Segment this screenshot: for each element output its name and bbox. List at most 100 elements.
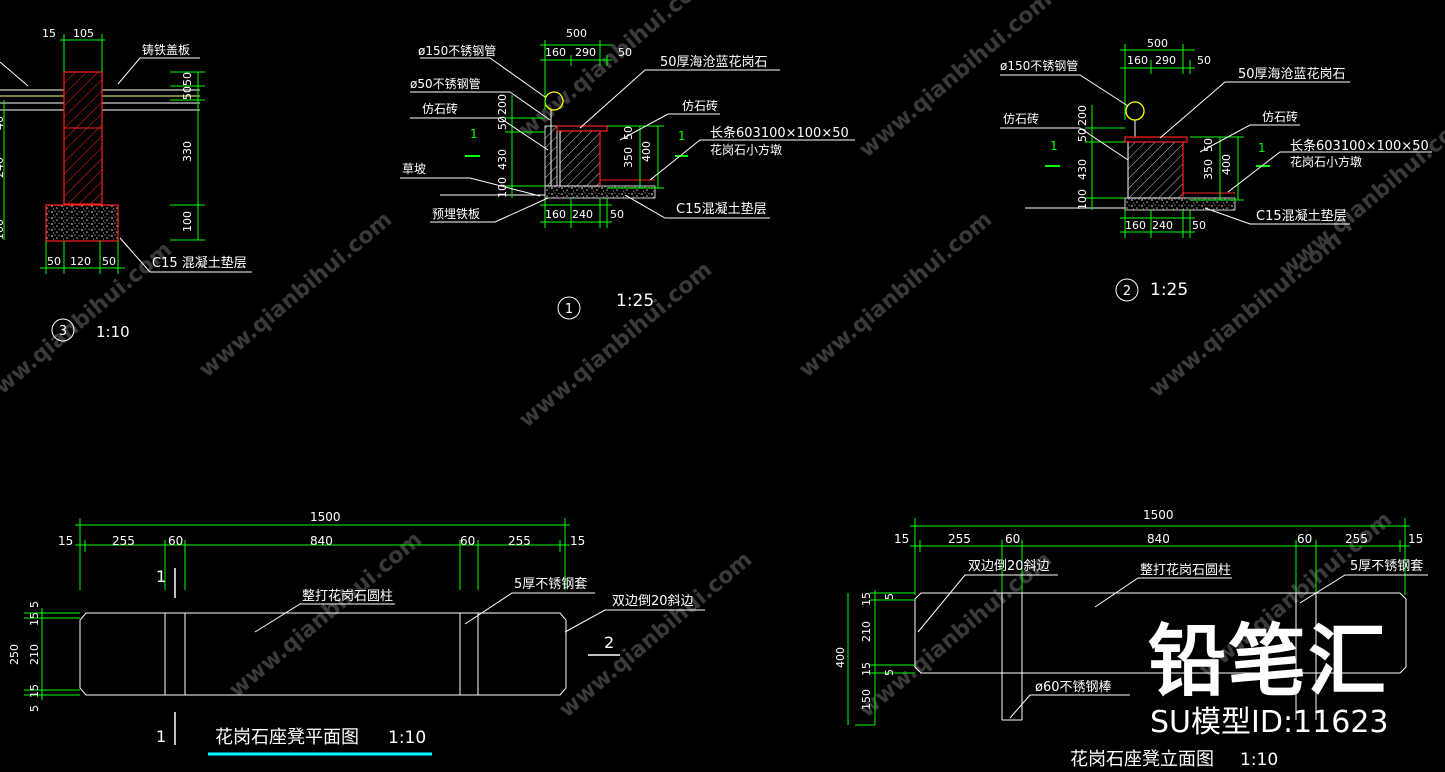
elev-label-chamfer: 双边倒20斜边 (968, 559, 1050, 574)
d1-dv-100: 100 (496, 177, 509, 198)
watermark-text: www.qianbihui.com (795, 207, 997, 383)
scale-2: 1:25 (1150, 280, 1188, 300)
granite-block-2 (1127, 141, 1184, 199)
plan-dim-840: 840 (310, 534, 333, 548)
dim-b-50a: 50 (47, 255, 61, 268)
plan-dv-250: 250 (8, 644, 21, 665)
scale-1: 1:25 (616, 291, 654, 311)
d1-dim-160: 160 (545, 46, 566, 59)
d1-dv-50: 50 (496, 116, 509, 130)
plan-dim-15a: 15 (58, 534, 73, 548)
d2-dim-160: 160 (1127, 54, 1148, 67)
dim-b-120: 120 (70, 255, 91, 268)
plan-dim-255a: 255 (112, 534, 135, 548)
elev-dim-840: 840 (1147, 532, 1170, 546)
dim-left-240: 240 (0, 157, 6, 178)
d2-dim-50: 50 (1197, 54, 1211, 67)
watermark-text: www.qianbihui.com (555, 547, 757, 723)
dim-15: 15 (42, 27, 56, 40)
d1-dim-b50: 50 (610, 208, 624, 221)
d1-label-pipe50: ø50不锈钢管 (410, 76, 481, 91)
d2-dim-500: 500 (1147, 37, 1168, 50)
scale-3: 1:10 (96, 323, 130, 341)
plan-title: 花岗石座凳平面图 (215, 727, 359, 748)
plan-dim-60b: 60 (460, 534, 475, 548)
elev-dv-150: 150 (860, 689, 873, 710)
d2-section-mark-r: 1 (1258, 141, 1266, 155)
d1-dv-430: 430 (496, 149, 509, 170)
marker-2: 2 (1123, 284, 1131, 299)
plan-label-column: 整打花岗石圆柱 (302, 588, 393, 604)
d1-dim-50: 50 (618, 46, 632, 59)
plan-dim-60a: 60 (168, 534, 183, 548)
d1-section-mark-r: 1 (678, 129, 686, 143)
d1-dim-b240: 240 (572, 208, 593, 221)
d2-label-brick-r: 仿石砖 (1262, 109, 1298, 124)
elev-dv-210: 210 (860, 621, 873, 642)
elev-dim-255a: 255 (948, 532, 971, 546)
plan-dv-5b: 5 (28, 705, 41, 712)
d2-dvr-350: 350 (1202, 159, 1215, 180)
elev-title: 花岗石座凳立面图 (1070, 749, 1214, 770)
elevation-view: 1500 15 255 60 840 60 255 15 15 5 210 15… (834, 508, 1428, 770)
brand-model-id: SU模型ID:11623 (1150, 705, 1389, 740)
marker-1: 1 (565, 302, 573, 317)
detail-2: 500 160 290 50 160 240 50 50 200 430 100… (1000, 37, 1432, 302)
d1-label-top: 50厚海沧蓝花岗石 (660, 54, 768, 70)
dim-b-50b: 50 (102, 255, 116, 268)
plan-dim-255b: 255 (508, 534, 531, 548)
d1-dim-500: 500 (566, 27, 587, 40)
d2-label-block2: 花岗石小方墩 (1290, 154, 1362, 169)
d2-dv-100: 100 (1076, 189, 1089, 210)
pipe-150-2 (1125, 101, 1145, 121)
elev-dv-400: 400 (834, 647, 847, 668)
plan-dv-5a: 5 (28, 601, 41, 608)
elev-dim-60a: 60 (1005, 532, 1020, 546)
d1-label-block1: 长条603100×100×50 (710, 125, 849, 141)
plan-label-chamfer: 双边倒20斜边 (612, 594, 694, 609)
dim-v-330: 330 (181, 141, 194, 162)
d1-section-mark: 1 (470, 127, 478, 141)
d1-label-base: C15混凝土垫层 (676, 201, 767, 217)
d1-dvr-50: 50 (622, 126, 635, 140)
elev-scale: 1:10 (1240, 750, 1278, 770)
elev-dv-15a: 15 (860, 592, 873, 606)
plan-section-2: 2 (604, 633, 614, 652)
elev-dim-15a: 15 (894, 532, 909, 546)
detail-1: 500 160 290 50 160 240 50 50 200 430 100… (400, 27, 855, 320)
elev-dv-5b: 5 (883, 669, 896, 676)
detail-3: 15 105 50 50 330 100 40 240 100 50 120 5… (0, 27, 252, 342)
dim-v-50b: 50 (181, 86, 194, 100)
elev-bench-outline (914, 592, 1407, 674)
plan-dim-15b: 15 (570, 534, 585, 548)
elev-label-sleeve: 5厚不锈钢套 (1350, 558, 1423, 574)
d1-label-block2: 花岗石小方墩 (710, 142, 782, 157)
d1-label-brick: 仿石砖 (422, 101, 458, 116)
d2-dim-b50: 50 (1192, 219, 1206, 232)
marker-3: 3 (59, 324, 67, 339)
d2-dim-b240: 240 (1152, 219, 1173, 232)
d1-label-brick-r: 仿石砖 (682, 98, 718, 113)
d2-label-pipe150: ø150不锈钢管 (1000, 58, 1078, 73)
elev-dim-60b: 60 (1297, 532, 1312, 546)
d2-label-block1: 长条603100×100×50 (1290, 138, 1429, 154)
d1-dvr-350: 350 (622, 147, 635, 168)
label-base: C15 混凝土垫层 (152, 255, 247, 271)
plan-bench-outline (79, 612, 567, 696)
elev-label-column: 整打花岗石圆柱 (1140, 562, 1231, 578)
d1-dvr-400: 400 (640, 141, 653, 162)
plan-dv-210: 210 (28, 644, 41, 665)
plan-section-1-top: 1 (156, 567, 166, 586)
elev-dim-255b: 255 (1345, 532, 1368, 546)
watermark-text: www.qianbihui.com (1275, 107, 1445, 283)
d2-dvr-400: 400 (1220, 154, 1233, 175)
dim-v-50a: 50 (181, 72, 194, 86)
brick-column (63, 71, 103, 205)
dim-left-40: 40 (0, 116, 6, 130)
d2-dv-200: 200 (1076, 105, 1089, 126)
plan-dim-total: 1500 (310, 510, 341, 524)
d1-label-pipe150: ø150不锈钢管 (418, 43, 496, 58)
watermark-text: www.qianbihui.com (855, 0, 1057, 163)
